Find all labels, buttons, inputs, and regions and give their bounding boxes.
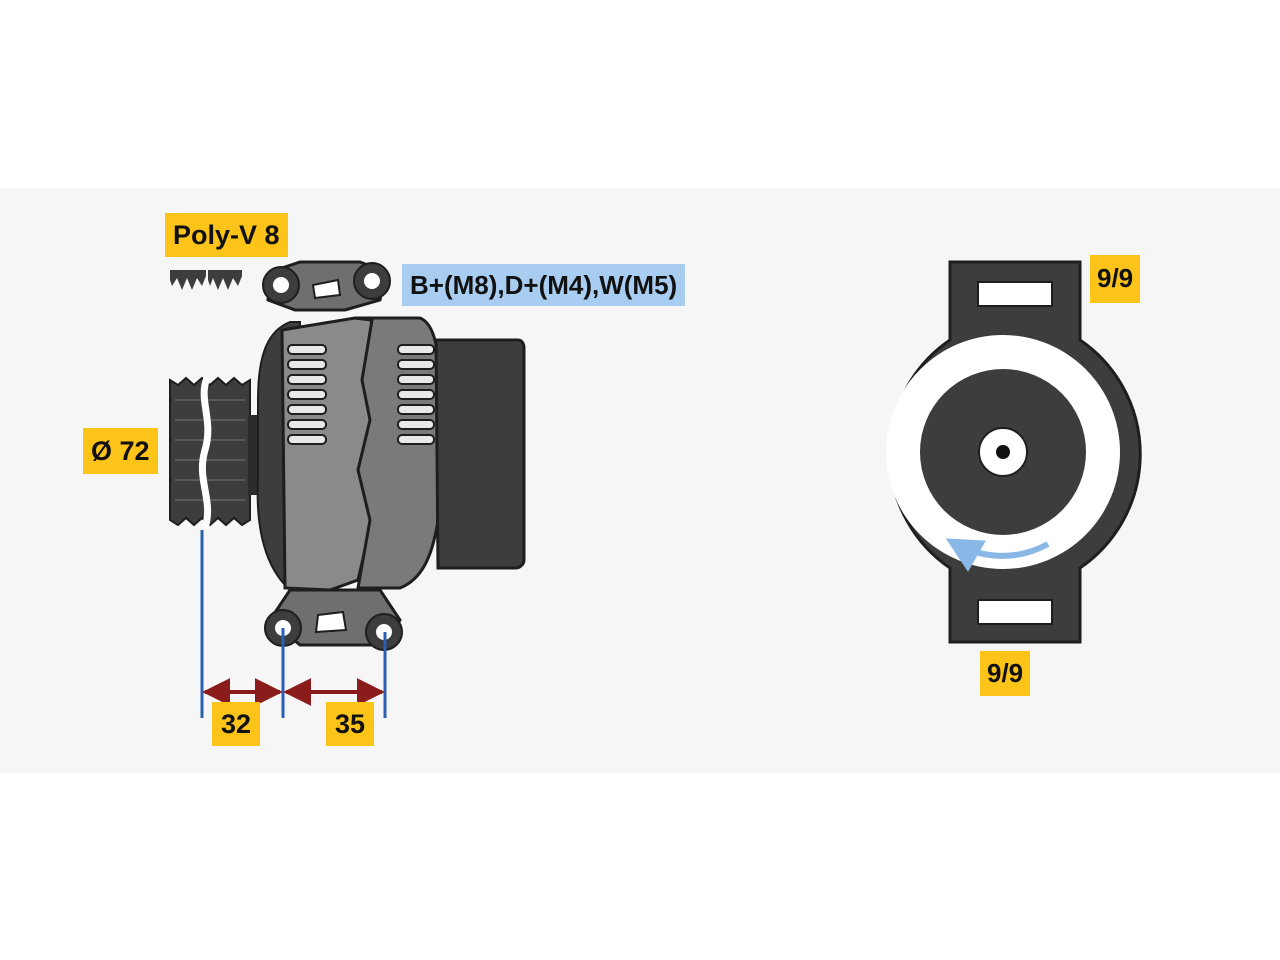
rear-view: [886, 260, 1142, 644]
terminals-label: B+(M8),D+(M4),W(M5): [402, 264, 686, 306]
dimension-35-label: 35: [326, 702, 374, 746]
pulley-diameter-label: Ø 72: [83, 428, 158, 474]
pulley: [169, 376, 260, 530]
mount-bottom-label: 9/9: [980, 651, 1031, 696]
rotation-arrow-icon: [945, 538, 1050, 572]
mount-top-label: 9/9: [1090, 255, 1141, 303]
alternator-housing: [256, 260, 526, 651]
belt-type-label: Poly-V 8: [165, 213, 288, 257]
dimension-lines: [200, 530, 387, 718]
dimension-32-label: 32: [212, 702, 260, 746]
poly-v-profile-icon: [170, 270, 242, 290]
